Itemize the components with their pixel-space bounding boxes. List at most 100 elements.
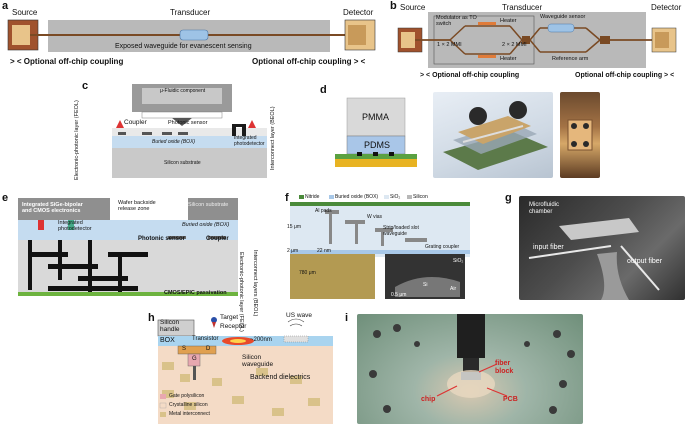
mmi1-label: 1 × 2 MMI <box>437 42 462 48</box>
mmi2-label: 2 × 2 MMI <box>502 42 527 48</box>
sio2-label: SiO₂ <box>453 258 464 264</box>
reference-arm-label: Reference arm <box>552 56 589 62</box>
panel-a-label: a <box>2 0 9 12</box>
gate-g-label: G <box>192 356 197 362</box>
panel-h-label: h <box>148 312 155 324</box>
dim-2-label: 2 μm <box>287 248 299 254</box>
pcb-photo-drawing <box>369 314 575 414</box>
pdms-label: PDMS <box>364 140 391 150</box>
transducer-label: Transducer <box>502 3 543 12</box>
panel-e-graphic <box>18 198 238 296</box>
panel-g: g Microfluidic chamber input fiber outpu… <box>505 192 685 304</box>
panel-c-label: c <box>82 80 89 92</box>
cad-render-image <box>433 92 553 178</box>
right-coupling-label: Optional off-chip coupling > < <box>575 72 675 79</box>
panel-f-graphic <box>290 195 470 299</box>
coupler-label: Coupler <box>124 119 147 126</box>
panel-b-label: b <box>390 0 397 12</box>
photonic-sensor-label: Photonic sensor <box>168 120 208 126</box>
panel-f: f Nitride Buried oxide (BOX) SiO₂ Silico… <box>285 192 475 304</box>
legend-metal: Metal interconnect <box>169 411 210 417</box>
silicon-waveguide-label: Silicon waveguide <box>242 354 274 368</box>
waveguide-sensor-label: Waveguide sensor <box>540 14 586 20</box>
panel-d-label: d <box>320 84 327 96</box>
panel-g-label: g <box>505 192 512 204</box>
pmma-label: PMMA <box>362 112 389 122</box>
electronics-label: Integrated SiGe-bipolar and CMOS electro… <box>22 202 83 214</box>
transistor-label: Transistor <box>192 336 219 342</box>
panel-a: a Source Transducer Detector Exposed wav… <box>0 0 380 70</box>
receptor-label: Receptor <box>220 323 247 330</box>
interconnect-layer-label: Interconnect layer (BEOL) <box>270 106 276 170</box>
heater-top-label: Heater <box>500 18 517 24</box>
pcb-photo <box>357 314 583 424</box>
device-photo-drawing <box>567 119 593 151</box>
legend-nitride: Nitride <box>305 194 320 200</box>
panel-h: h Silicon handle Target Receptor US wave… <box>148 312 338 426</box>
legend-box: Buried oxide (BOX) <box>335 194 379 200</box>
detector-label: Detector <box>651 3 682 12</box>
modulator-label: Modulator as TO switch <box>436 15 477 27</box>
source-label: Source <box>12 8 38 17</box>
box-label: Buried oxide (BOX) <box>152 139 196 145</box>
pmma-pdms-stack <box>335 97 417 167</box>
air-label: Air <box>450 286 457 292</box>
substrate-label: Silicon substrate <box>188 202 229 208</box>
grating-coupler-label: Grating coupler <box>425 244 460 250</box>
right-coupling-label: Optional off-chip coupling > < <box>252 57 366 66</box>
panel-b-graphic <box>397 12 677 68</box>
pcb-label: PCB <box>503 396 518 403</box>
legend-sio2: SiO₂ <box>390 194 401 200</box>
dim-15-label: 15 μm <box>287 224 301 230</box>
panel-f-label: f <box>285 192 289 204</box>
drain-d-label: D <box>206 346 211 352</box>
electronic-layer-label: Electronic-photonic layer (FEOL) <box>74 100 80 180</box>
heater-bottom-label: Heater <box>500 56 517 62</box>
w-vias-label: W vias <box>367 214 382 220</box>
source-s-label: S <box>182 346 187 352</box>
cad-render-drawing <box>443 101 548 170</box>
si-label: Si <box>423 282 428 288</box>
panel-i: i fiber block chip PCB <box>345 312 685 426</box>
legend-gate: Gate polysilicon <box>169 393 205 399</box>
panel-e: e Integrated SiGe-bipolar and CMOS elect… <box>0 192 270 332</box>
source-label: Source <box>400 3 426 12</box>
scale-label: 0.5 μm <box>391 292 407 298</box>
fluidic-component-label: μ-Fluidic component <box>160 88 206 94</box>
fiber-block-label: fiber block <box>495 360 514 375</box>
box-label: BOX <box>160 337 175 344</box>
output-fiber-label: output fiber <box>627 258 663 265</box>
dim-780-label: 780 μm <box>299 270 316 276</box>
detector-label: Detector <box>343 8 374 17</box>
passivation-label: CMOS/EPIC passivation <box>164 290 227 296</box>
waveguide-caption: Exposed waveguide for evanescent sensing <box>115 43 252 50</box>
substrate-label: Silicon substrate <box>164 160 201 166</box>
legend-crystalline: Crystalline silicon <box>169 402 208 408</box>
photonic-sensor-label: Photonic sensor <box>138 236 186 242</box>
slot-waveguide-label: Strip/loaded slot waveguide <box>383 225 419 237</box>
left-coupling-label: > < Optional off-chip coupling <box>10 57 124 66</box>
target-label: Target <box>220 314 239 321</box>
chip-label: chip <box>421 396 436 403</box>
panel-i-label: i <box>345 312 349 324</box>
backend-label: Backend dielectrics <box>250 374 311 381</box>
left-coupling-label: > < Optional off-chip coupling <box>420 72 520 79</box>
box-label: Buried oxide (BOX) <box>182 222 230 228</box>
panel-h-graphic <box>157 317 333 424</box>
fiber-setup-photo <box>519 196 685 300</box>
device-photo <box>560 92 600 178</box>
silicon-handle-label: Silicon handle <box>160 319 180 333</box>
al-pads-label: Al pads <box>315 208 332 214</box>
panel-d: d PMMA PDMS <box>320 84 685 184</box>
photodetector-label: Integrated photodetector <box>58 220 92 232</box>
chamber-label: Microfluidic chamber <box>529 202 560 215</box>
legend-silicon: Silicon <box>413 194 428 200</box>
panel-c-graphic <box>112 84 267 178</box>
input-fiber-label: input fiber <box>533 244 564 251</box>
fiber-setup-drawing <box>528 218 660 300</box>
us-wave-label: US wave <box>286 312 313 319</box>
photodetector-label: Integrated photodetector <box>234 135 265 147</box>
panel-a-graphic <box>7 19 376 52</box>
coupler-label: Coupler <box>206 236 229 242</box>
dim-label: ~200nm <box>250 337 272 343</box>
